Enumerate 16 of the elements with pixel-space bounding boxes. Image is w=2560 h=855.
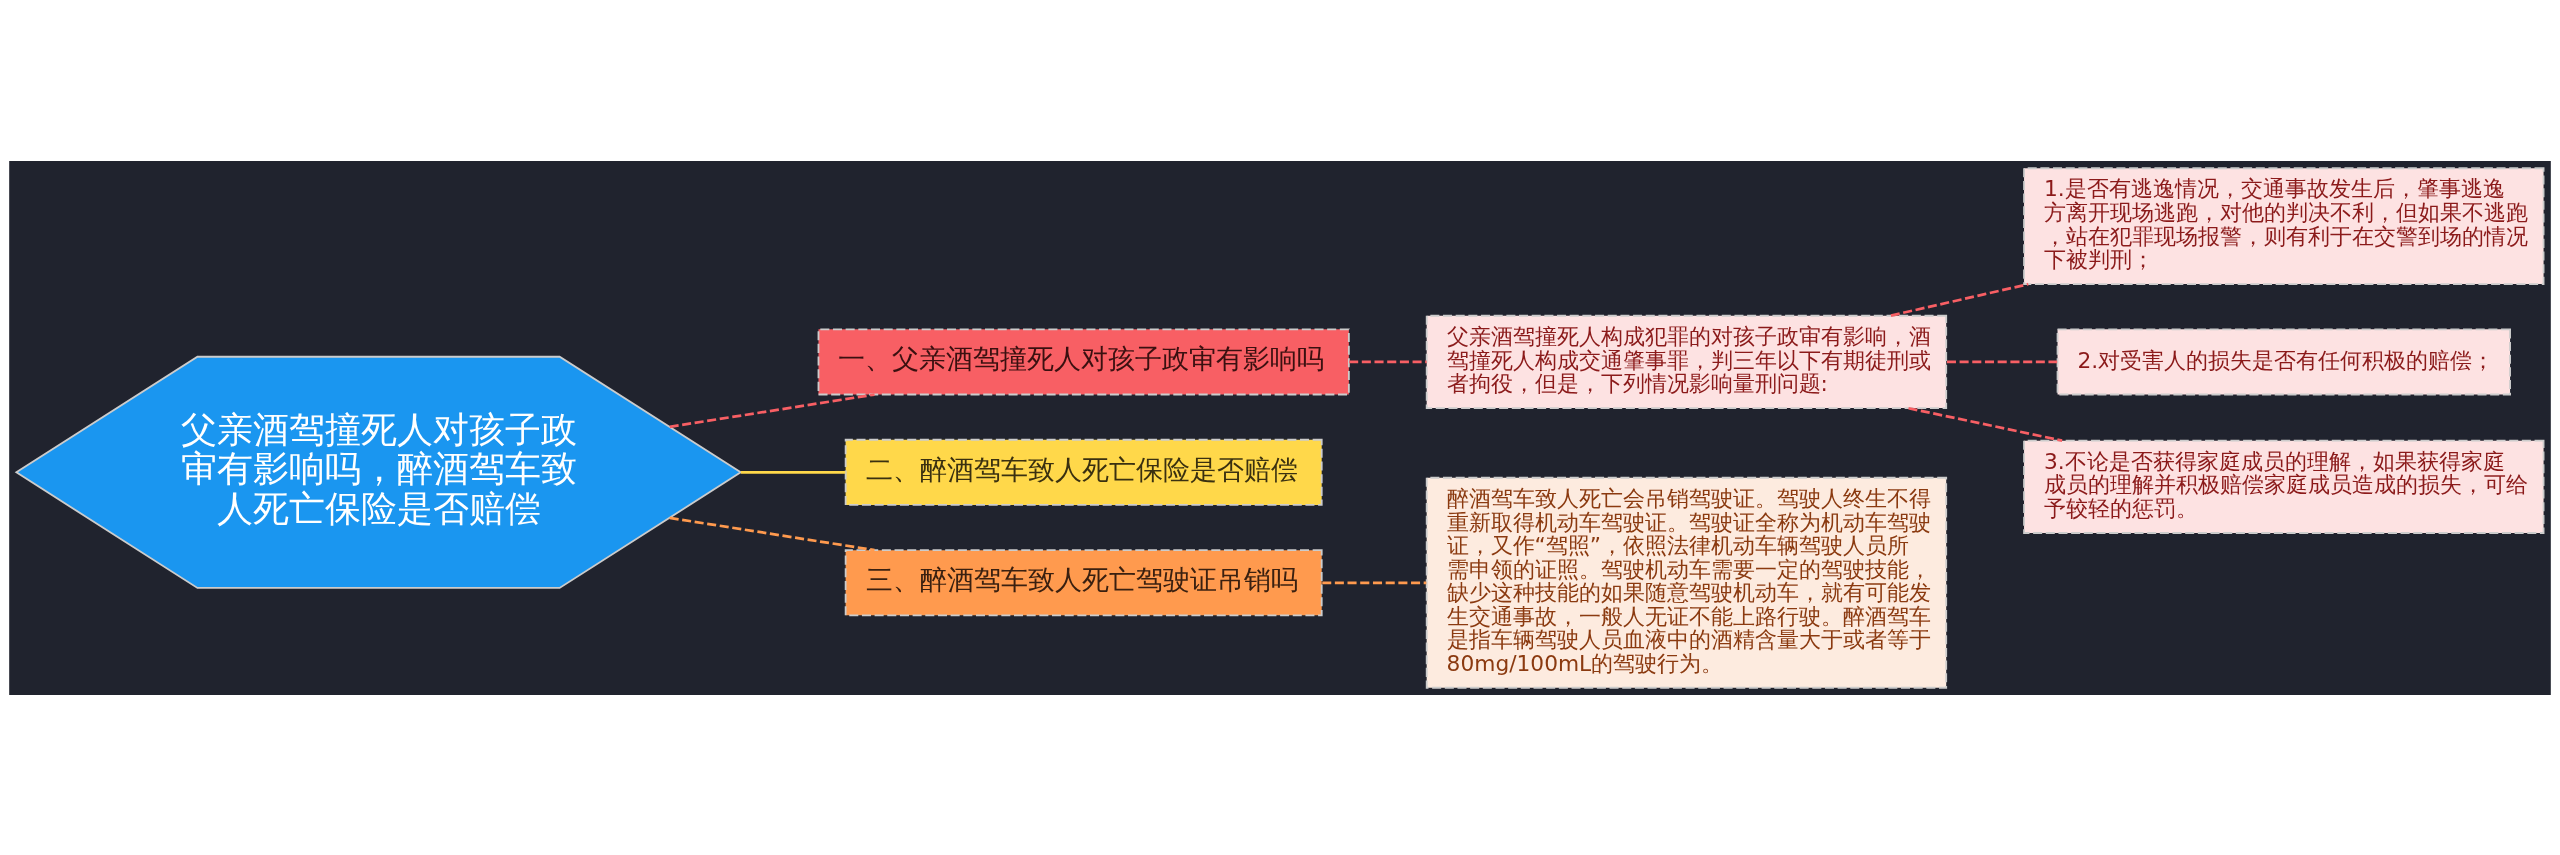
connector [1908,406,2063,442]
connector [1322,580,1427,584]
connector [669,516,875,551]
node-box: 醉酒驾车致人死亡会吊销驾驶证。驾驶人终生不得重新取得机动车驾驶证。驾驶证全称为机动车驾驶证，又作“驾照”，依照法律机动车辆驾驶人员所需申领的证照。驾驶机动车需要一定的驾驶技能，缺少这种技能的如果随意驾驶机动车，就有可能发生交通事故，一般人无证不能上路行驶。醉酒驾车是指车辆驾驶人员血液中的酒精含量大于或者等于80mg/100mL的驾驶行为。 [1425,476,1948,689]
connector [740,470,846,474]
node-box: 一、父亲酒驾撞死人对孩子政审有影响吗 [817,327,1350,395]
node-box: 3.不论是否获得家庭成员的理解，如果获得家庭成员的理解并积极赔偿家庭成员造成的损失，可给予较轻的惩罚。 [2023,439,2545,534]
connector [1890,282,2029,317]
connector [1946,360,2058,363]
connector [669,392,875,428]
node-box: 父亲酒驾撞死人构成犯罪的对孩子政审有影响，酒驾撞死人构成交通肇事罪，判三年以下有期徒刑或者拘役，但是，下列情况影响量刑问题: [1425,314,1948,409]
connector [1349,360,1427,363]
node-box: 2.对受害人的损失是否有任何积极的赔偿； [2056,327,2511,395]
node-box: 1.是否有逃逸情况，交通事故发生后，肇事逃逸方离开现场逃跑，对他的判决不利，但如果不逃跑，站在犯罪现场报警，则有利于在交警到场的情况下被判刑； [2023,166,2545,285]
node-box: 二、醉酒驾车致人死亡保险是否赔偿 [844,438,1323,506]
node-box: 三、醉酒驾车致人死亡驾驶证吊销吗 [844,548,1323,616]
